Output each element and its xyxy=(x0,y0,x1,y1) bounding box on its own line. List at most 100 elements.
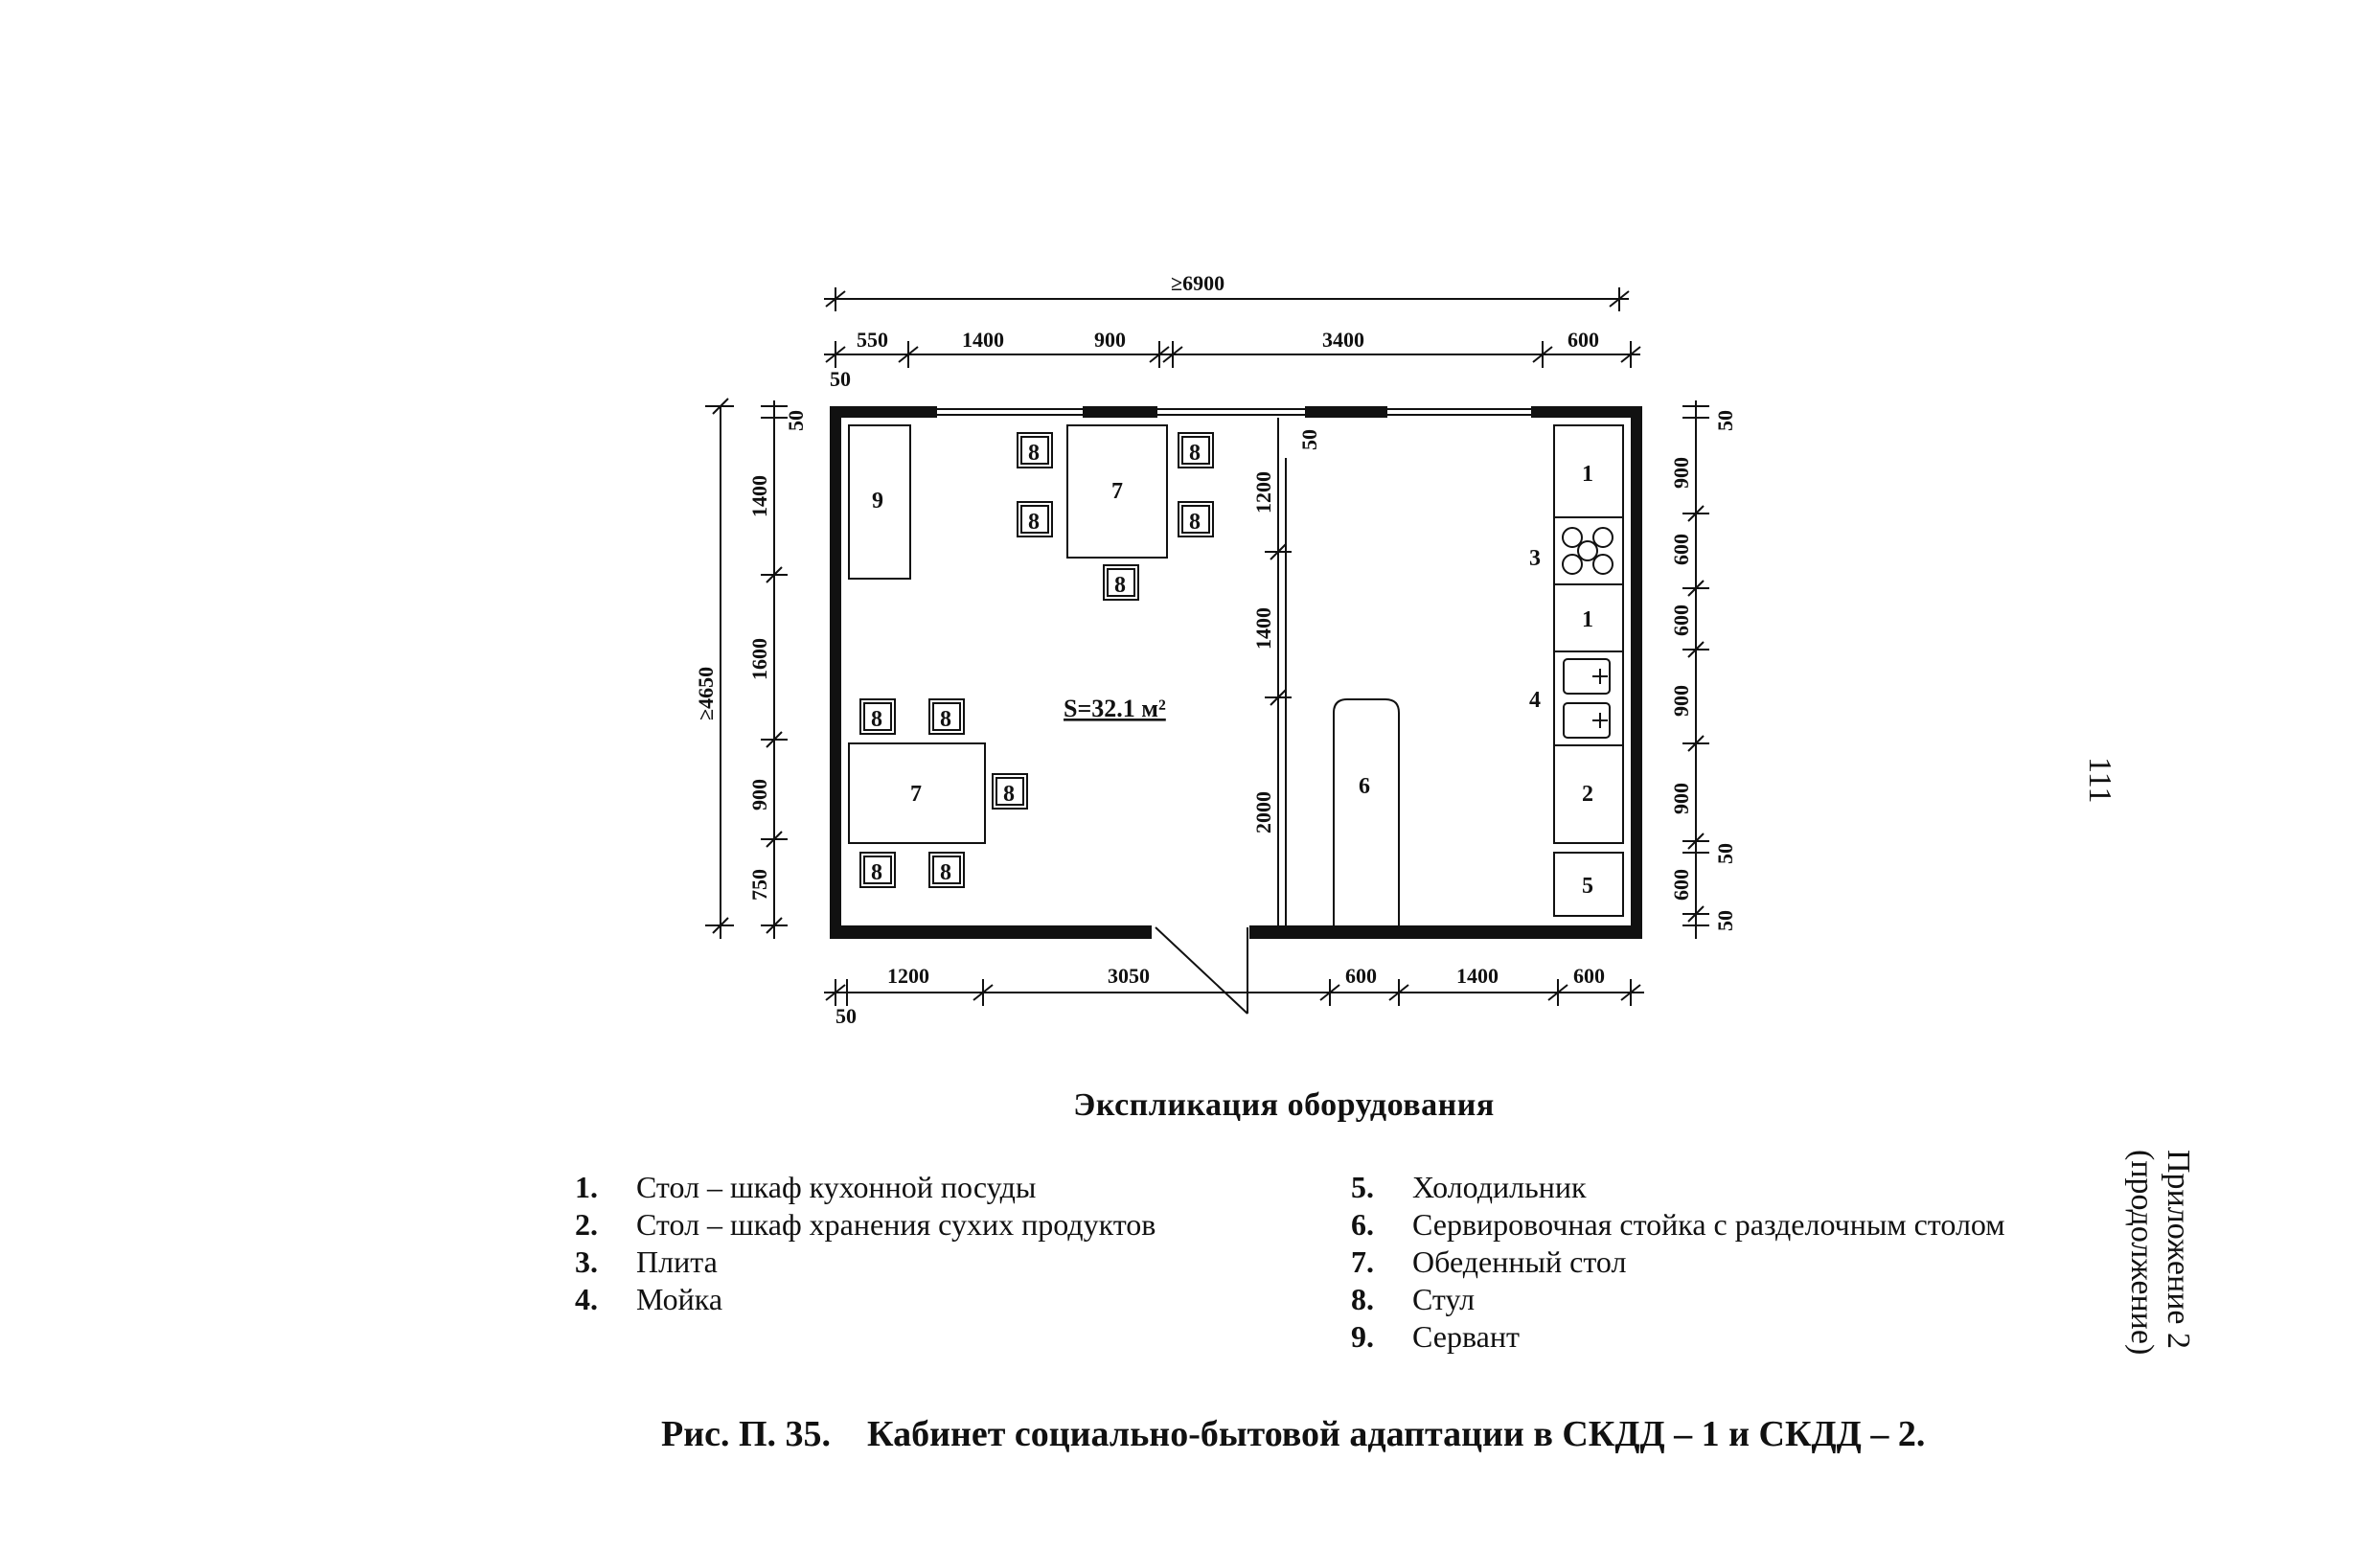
left-dim-1600: 1600 xyxy=(747,638,771,680)
legend-number: 9. xyxy=(1351,1319,1374,1354)
overall-depth-label: ≥4650 xyxy=(694,667,718,720)
top-dim-600: 600 xyxy=(1568,328,1599,352)
legend-text: Стол – шкаф кухонной посуды xyxy=(636,1170,1037,1204)
left-dim-corner-50: 50 xyxy=(784,410,808,431)
legend-text: Сервировочная стойка с разделочным столо… xyxy=(1412,1207,2005,1242)
chair-label: 8 xyxy=(1028,510,1040,535)
right-dim-900a: 900 xyxy=(1669,457,1693,489)
legend-item: 7. Обеденный стол xyxy=(1351,1244,2005,1281)
chair-label: 8 xyxy=(871,860,882,885)
dining-table-bottom xyxy=(848,742,986,844)
right-dim-50-top: 50 xyxy=(1713,410,1737,431)
figure-caption: Рис. П. 35.Кабинет социально-бытовой ада… xyxy=(661,1413,1925,1455)
legend-title: Экспликация оборудования xyxy=(1073,1087,1495,1123)
legend-text: Сервант xyxy=(1412,1319,1520,1354)
top-dim-corner-50: 50 xyxy=(830,367,851,391)
right-dim-600c: 600 xyxy=(1669,869,1693,901)
overall-width-label: ≥6900 xyxy=(1171,271,1224,295)
legend-number: 7. xyxy=(1351,1244,1374,1279)
right-dim-50-mid: 50 xyxy=(1713,843,1737,864)
top-dim-550: 550 xyxy=(857,328,888,352)
chairs-top xyxy=(1017,432,1214,601)
page-number: 111 xyxy=(2082,757,2117,804)
stove-label: 3 xyxy=(1529,546,1541,571)
appendix-note: Приложение 2 (продолжение) xyxy=(2123,1150,2196,1355)
chair-label: 8 xyxy=(871,707,882,732)
appendix-line-2: (продолжение) xyxy=(2124,1150,2160,1356)
bottom-dim-3050: 3050 xyxy=(1108,964,1150,988)
legend-item: 4. Мойка xyxy=(575,1281,1156,1318)
serving-counter xyxy=(1333,698,1400,925)
left-dimension-lines xyxy=(705,398,788,939)
dining-table-bottom-label: 7 xyxy=(910,782,922,807)
right-dim-900b: 900 xyxy=(1669,685,1693,717)
top-dim-3400: 3400 xyxy=(1322,328,1364,352)
serving-counter-label: 6 xyxy=(1359,774,1370,799)
dining-table-top-label: 7 xyxy=(1111,479,1123,504)
legend-item: 8. Стул xyxy=(1351,1281,2005,1318)
right-dim-900c: 900 xyxy=(1669,783,1693,814)
right-dim-600a: 600 xyxy=(1669,534,1693,565)
top-dim-900: 900 xyxy=(1094,328,1126,352)
stove-burners-icon xyxy=(1562,527,1613,575)
legend-item: 1. Стол – шкаф кухонной посуды xyxy=(575,1169,1156,1206)
chair-label: 8 xyxy=(1003,782,1015,807)
middle-dim-1400: 1400 xyxy=(1251,607,1275,650)
top-dimension-lines xyxy=(824,287,1641,368)
middle-dim-2000: 2000 xyxy=(1251,791,1275,833)
legend-item: 2. Стол – шкаф хранения сухих продуктов xyxy=(575,1206,1156,1244)
left-dim-750: 750 xyxy=(747,869,771,901)
cabinet-1-label: 1 xyxy=(1582,462,1593,487)
sideboard-label: 9 xyxy=(872,489,883,514)
legend-item: 6. Сервировочная стойка с разделочным сто… xyxy=(1351,1206,2005,1244)
legend-text: Плита xyxy=(636,1244,718,1279)
bottom-dim-corner-50: 50 xyxy=(835,1004,857,1028)
chair-label: 8 xyxy=(1028,441,1040,466)
bottom-dim-600a: 600 xyxy=(1345,964,1377,988)
legend-number: 1. xyxy=(575,1170,598,1204)
legend-left-column: 1. Стол – шкаф кухонной посуды 2. Стол – ш… xyxy=(575,1169,1156,1318)
legend-number: 6. xyxy=(1351,1207,1374,1242)
bottom-dimension-lines xyxy=(824,979,1644,1006)
legend-item: 5.Холодильник xyxy=(1351,1169,2005,1206)
legend-text: Стул xyxy=(1412,1282,1476,1316)
legend-text: Холодильник xyxy=(1412,1170,1587,1204)
room-area-label: S=32.1 м² xyxy=(1064,695,1166,722)
legend-number: 2. xyxy=(575,1207,598,1242)
right-dim-50-bottom: 50 xyxy=(1713,910,1737,931)
sink-basins-icon xyxy=(1563,658,1611,739)
right-dimension-lines xyxy=(1682,400,1709,939)
chair-label: 8 xyxy=(1189,441,1201,466)
legend-number: 4. xyxy=(575,1282,598,1316)
middle-dimension-lines xyxy=(1265,418,1292,925)
legend-number: 8. xyxy=(1351,1282,1374,1316)
legend-text: Мойка xyxy=(636,1282,723,1316)
right-dim-600b: 600 xyxy=(1669,605,1693,636)
dining-table-top xyxy=(1066,424,1168,559)
middle-dim-top-50: 50 xyxy=(1297,429,1321,450)
chair-label: 8 xyxy=(940,860,951,885)
legend-item: 3. Плита xyxy=(575,1244,1156,1281)
door xyxy=(1155,926,1248,1015)
room-walls xyxy=(830,406,1642,939)
chair-label: 8 xyxy=(1189,510,1201,535)
windows xyxy=(937,408,1531,416)
legend-text: Стол – шкаф хранения сухих продуктов xyxy=(636,1207,1156,1242)
chair-label: 8 xyxy=(940,707,951,732)
legend-item: 9. Сервант xyxy=(1351,1318,2005,1356)
bottom-dim-1200: 1200 xyxy=(887,964,929,988)
chairs-bottom xyxy=(859,698,1028,888)
cabinet-1b-label: 1 xyxy=(1582,607,1593,632)
legend-right-column: 5.Холодильник 6. Сервировочная стойка с р… xyxy=(1351,1169,2005,1356)
legend-number: 3. xyxy=(575,1244,598,1279)
legend-text: Обеденный стол xyxy=(1412,1244,1627,1279)
fridge-label: 5 xyxy=(1582,874,1593,899)
right-wall-equipment xyxy=(1553,424,1624,917)
middle-dim-1200: 1200 xyxy=(1251,471,1275,514)
bottom-dim-1400: 1400 xyxy=(1456,964,1499,988)
left-dim-1400: 1400 xyxy=(747,475,771,517)
sideboard xyxy=(848,424,911,580)
sink-label: 4 xyxy=(1529,688,1541,713)
bottom-dim-600b: 600 xyxy=(1573,964,1605,988)
